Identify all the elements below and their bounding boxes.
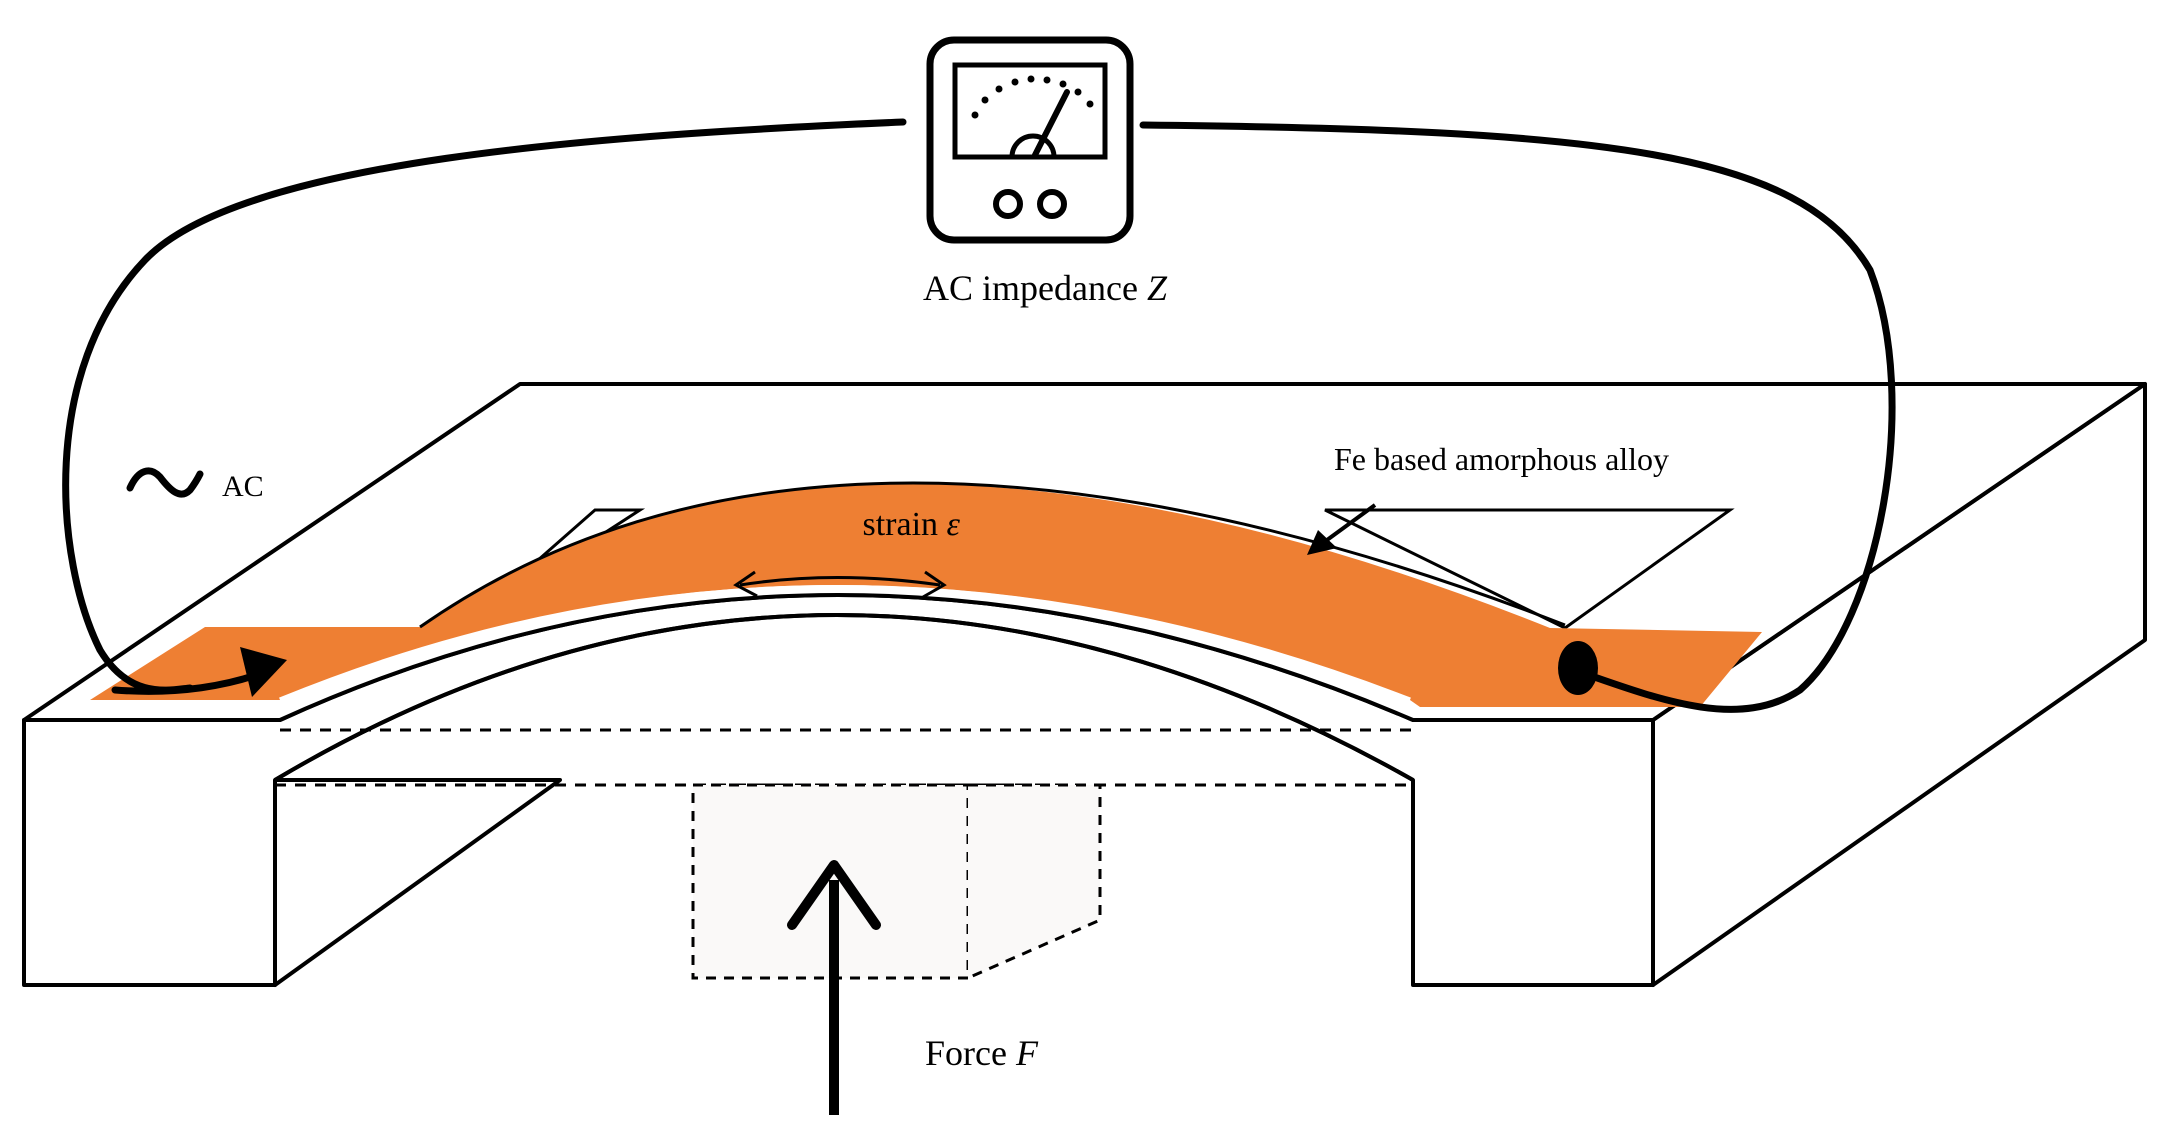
- strain-label-text: strain: [863, 506, 947, 543]
- alloy-back-plate-right: [1324, 508, 1735, 630]
- strain-label-var: ε: [947, 506, 961, 543]
- strain-label: strain ε: [820, 506, 985, 543]
- force-arrow: [787, 860, 881, 1115]
- force-label-text: Force: [925, 1033, 1016, 1073]
- ac-label: AC: [222, 470, 264, 503]
- sine-wave-icon: [126, 467, 204, 498]
- base-recess-face: [273, 778, 562, 987]
- meter-label: AC impedance Z: [880, 268, 1194, 308]
- meter-label-text: AC impedance: [923, 268, 1147, 308]
- force-label: Force F: [880, 1033, 1065, 1073]
- arch-underside: [273, 613, 1414, 782]
- hidden-edges: [275, 728, 1413, 787]
- electrode-contact: [1558, 641, 1598, 695]
- current-arrowhead: [240, 647, 287, 697]
- alloy-strip-band: [90, 483, 1762, 707]
- alloy-label: Fe based amorphous alloy: [1334, 441, 1669, 477]
- analog-meter-icon: [926, 36, 1134, 244]
- alloy-strip: [90, 481, 1762, 707]
- alloy-pointer-arrow: [1307, 503, 1377, 555]
- measurement-wire: [62, 118, 1896, 713]
- force-label-var: F: [1015, 1033, 1039, 1073]
- meter-label-var: Z: [1147, 268, 1168, 308]
- strain-double-arrow: [733, 570, 947, 599]
- force-block: [691, 783, 1102, 980]
